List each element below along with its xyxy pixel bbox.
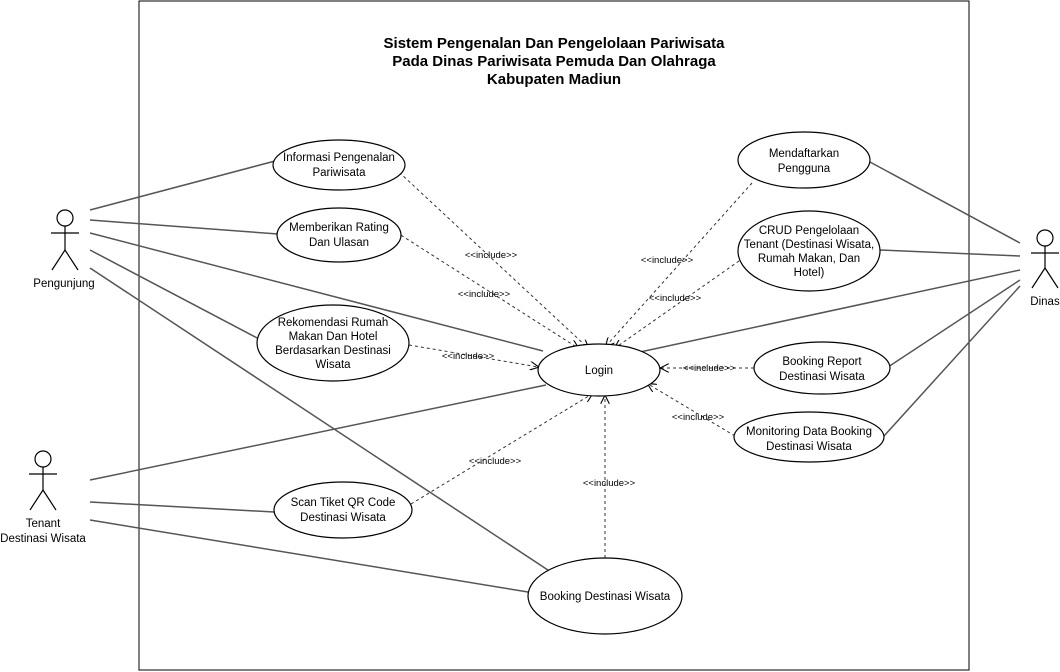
include-label-mendaftarkan: <<include>> [641,255,694,266]
include-label-report: <<include>> [683,363,736,374]
use-case-informasi-pengenalan-ellipse [272,139,406,191]
use-case-mendaftarkan-pengguna-label-1: Mendaftarkan [769,148,839,160]
use-case-booking-destinasi-ellipse [527,557,683,635]
use-case-mendaftarkan-pengguna[interactable]: Mendaftarkan Pengguna [737,131,871,189]
use-case-booking-report-ellipse [753,341,891,395]
association-tenant-booking [89,519,529,593]
association-pengunjung-rekomendasi [89,249,262,341]
actor-tenant[interactable]: Tenant Destinasi Wisata [0,450,86,545]
actor-dinas-label: Dinas [1030,296,1060,308]
stick-figure-icon [29,450,57,511]
include-label-rekomendasi: <<include>> [442,351,495,362]
use-case-crud-pengelolaan-label-4: Hotel) [794,267,825,279]
use-case-memberikan-rating-ellipse [276,207,402,263]
association-pengunjung-booking [89,267,561,579]
use-case-rekomendasi[interactable]: Rekomendasi Rumah Makan Dan Hotel Berdas… [256,304,410,382]
association-dinas-login [639,269,1021,353]
include-label-informasi: <<include>> [465,250,518,261]
diagram-title-line-2: Pada Dinas Pariwisata Pemuda Dan Olahrag… [392,53,716,70]
association-tenant-login [89,384,547,481]
include-label-rating: <<include>> [458,289,511,300]
association-dinas-monitoring [883,285,1021,437]
use-case-login-ellipse [537,343,661,397]
use-case-scan-tiket[interactable]: Scan Tiket QR Code Destinasi Wisata [273,481,413,539]
use-case-crud-pengelolaan-label-3: Rumah Makan, Dan [758,253,860,265]
association-pengunjung-rating [89,219,279,235]
actor-pengunjung[interactable]: Pengunjung [33,209,95,290]
use-case-monitoring-booking-label-1: Monitoring Data Booking [746,426,872,438]
use-case-monitoring-booking-label-2: Destinasi Wisata [766,441,852,453]
use-case-informasi-pengenalan-label-2: Pariwisata [312,167,366,179]
include-informasi-login [385,159,588,348]
include-label-scan: <<include>> [469,456,522,467]
use-case-booking-report-label-2: Destinasi Wisata [779,371,865,383]
include-labels: <<include>> <<include>> <<include>> <<in… [442,250,736,489]
association-dinas-mendaftarkan [869,161,1021,244]
use-case-crud-pengelolaan-ellipse [737,210,881,292]
use-case-monitoring-booking[interactable]: Monitoring Data Booking Destinasi Wisata [733,411,885,463]
use-case-monitoring-booking-ellipse [733,411,885,463]
use-case-crud-pengelolaan-label-1: CRUD Pengelolaan [759,225,859,237]
include-mendaftarkan-login [606,182,753,346]
include-rekomendasi-login [408,344,538,367]
association-dinas-crud [879,249,1021,257]
include-monitoring-login [648,384,736,437]
use-case-memberikan-rating-label-2: Dan Ulasan [309,237,369,249]
use-case-booking-report-label-1: Booking Report [782,356,862,368]
actor-pengunjung-label: Pengunjung [33,278,94,290]
use-case-booking-destinasi[interactable]: Booking Destinasi Wisata [527,557,683,635]
use-case-informasi-pengenalan-label-1: Informasi Pengenalan [283,152,395,164]
use-case-login[interactable]: Login [537,343,661,397]
diagram-title-line-3: Kabupaten Madiun [487,71,621,88]
use-case-mendaftarkan-pengguna-ellipse [737,131,871,189]
use-case-scan-tiket-ellipse [273,481,413,539]
use-case-rekomendasi-label-2: Makan Dan Hotel [289,331,378,343]
include-scan-login [410,394,592,505]
association-tenant-scan [89,501,275,513]
stick-figure-icon [51,209,79,271]
use-case-mendaftarkan-pengguna-label-2: Pengguna [778,163,831,175]
actor-dinas[interactable]: Dinas [1030,229,1060,308]
actor-tenant-label-2: Destinasi Wisata [0,533,86,545]
use-case-crud-pengelolaan[interactable]: CRUD Pengelolaan Tenant (Destinasi Wisat… [737,210,881,292]
use-case-informasi-pengenalan[interactable]: Informasi Pengenalan Pariwisata [272,139,406,191]
use-case-scan-tiket-label-2: Destinasi Wisata [300,512,386,524]
include-label-booking: <<include>> [583,478,636,489]
use-case-rekomendasi-label-4: Wisata [315,359,351,371]
use-case-memberikan-rating[interactable]: Memberikan Rating Dan Ulasan [276,207,402,263]
use-case-crud-pengelolaan-label-2: Tenant (Destinasi Wisata, [744,239,874,251]
diagram-title-line-1: Sistem Pengenalan Dan Pengelolaan Pariwi… [384,35,726,52]
include-label-crud: <<include>> [649,293,702,304]
association-pengunjung-login [89,232,544,352]
association-pengunjung-informasi [89,160,276,211]
use-case-scan-tiket-label-1: Scan Tiket QR Code [291,497,396,509]
include-dependencies [385,159,754,558]
include-label-monitoring: <<include>> [672,412,725,423]
use-case-rekomendasi-ellipse [256,304,410,382]
actor-tenant-label-1: Tenant [26,518,61,530]
association-lines [89,160,1021,593]
use-case-booking-report[interactable]: Booking Report Destinasi Wisata [753,341,891,395]
use-case-memberikan-rating-label-1: Memberikan Rating [289,222,389,234]
association-dinas-report [887,279,1021,368]
stick-figure-icon [1031,229,1059,289]
use-case-rekomendasi-label-1: Rekomendasi Rumah [278,317,389,329]
use-case-booking-destinasi-label: Booking Destinasi Wisata [540,591,671,603]
use-case-login-label: Login [585,365,613,377]
use-case-rekomendasi-label-3: Berdasarkan Destinasi [275,345,391,357]
